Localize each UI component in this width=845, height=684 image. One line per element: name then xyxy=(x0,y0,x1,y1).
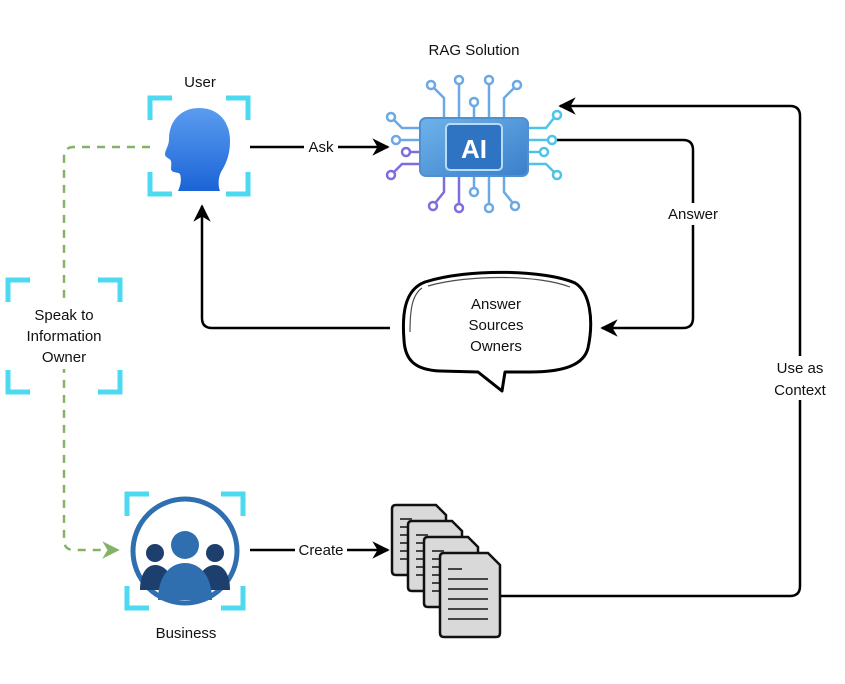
ai-chip-core xyxy=(445,123,503,171)
label-ask: Ask xyxy=(304,137,338,157)
svg-text:Answer: Answer xyxy=(471,296,521,313)
business-node: Business xyxy=(124,491,246,642)
svg-text:Owners: Owners xyxy=(470,338,522,355)
ai-chip-icon xyxy=(385,74,563,214)
svg-text:Speak to: Speak to xyxy=(34,307,93,324)
svg-text:Sources: Sources xyxy=(468,317,523,334)
user-node: User xyxy=(147,74,251,197)
user-label: User xyxy=(184,74,216,91)
svg-text:Create: Create xyxy=(298,542,343,559)
svg-text:Use as: Use as xyxy=(777,360,824,377)
label-create: Create xyxy=(295,540,347,560)
label-answer: Answer xyxy=(664,203,722,225)
svg-text:Information: Information xyxy=(26,328,101,345)
document-page xyxy=(438,551,502,639)
svg-text:Context: Context xyxy=(774,382,827,399)
business-frame xyxy=(124,491,246,611)
ai-chip-text: AI xyxy=(461,134,487,164)
speak-to-owner-frame xyxy=(5,277,123,395)
edge-speak-dashed xyxy=(62,145,150,559)
business-group-icon xyxy=(130,496,240,606)
bubble-text: Answer Sources Owners xyxy=(468,296,523,355)
rag-node: RAG Solution xyxy=(385,42,563,214)
edge-use-as-context xyxy=(500,97,802,598)
edge-bubble-to-user xyxy=(193,204,390,330)
speak-to-owner-label: Speak to Information Owner xyxy=(18,303,110,369)
speech-bubble-icon xyxy=(401,270,593,393)
user-frame xyxy=(147,95,251,197)
label-use-as-context: Use as Context xyxy=(768,356,832,400)
svg-text:Owner: Owner xyxy=(42,349,86,366)
svg-text:Ask: Ask xyxy=(308,139,334,156)
rag-label: RAG Solution xyxy=(429,42,520,59)
user-head-icon xyxy=(165,108,230,191)
business-label: Business xyxy=(156,625,217,642)
documents-stack-icon xyxy=(390,503,502,639)
edge-answer xyxy=(555,138,695,337)
svg-text:Answer: Answer xyxy=(668,206,718,223)
